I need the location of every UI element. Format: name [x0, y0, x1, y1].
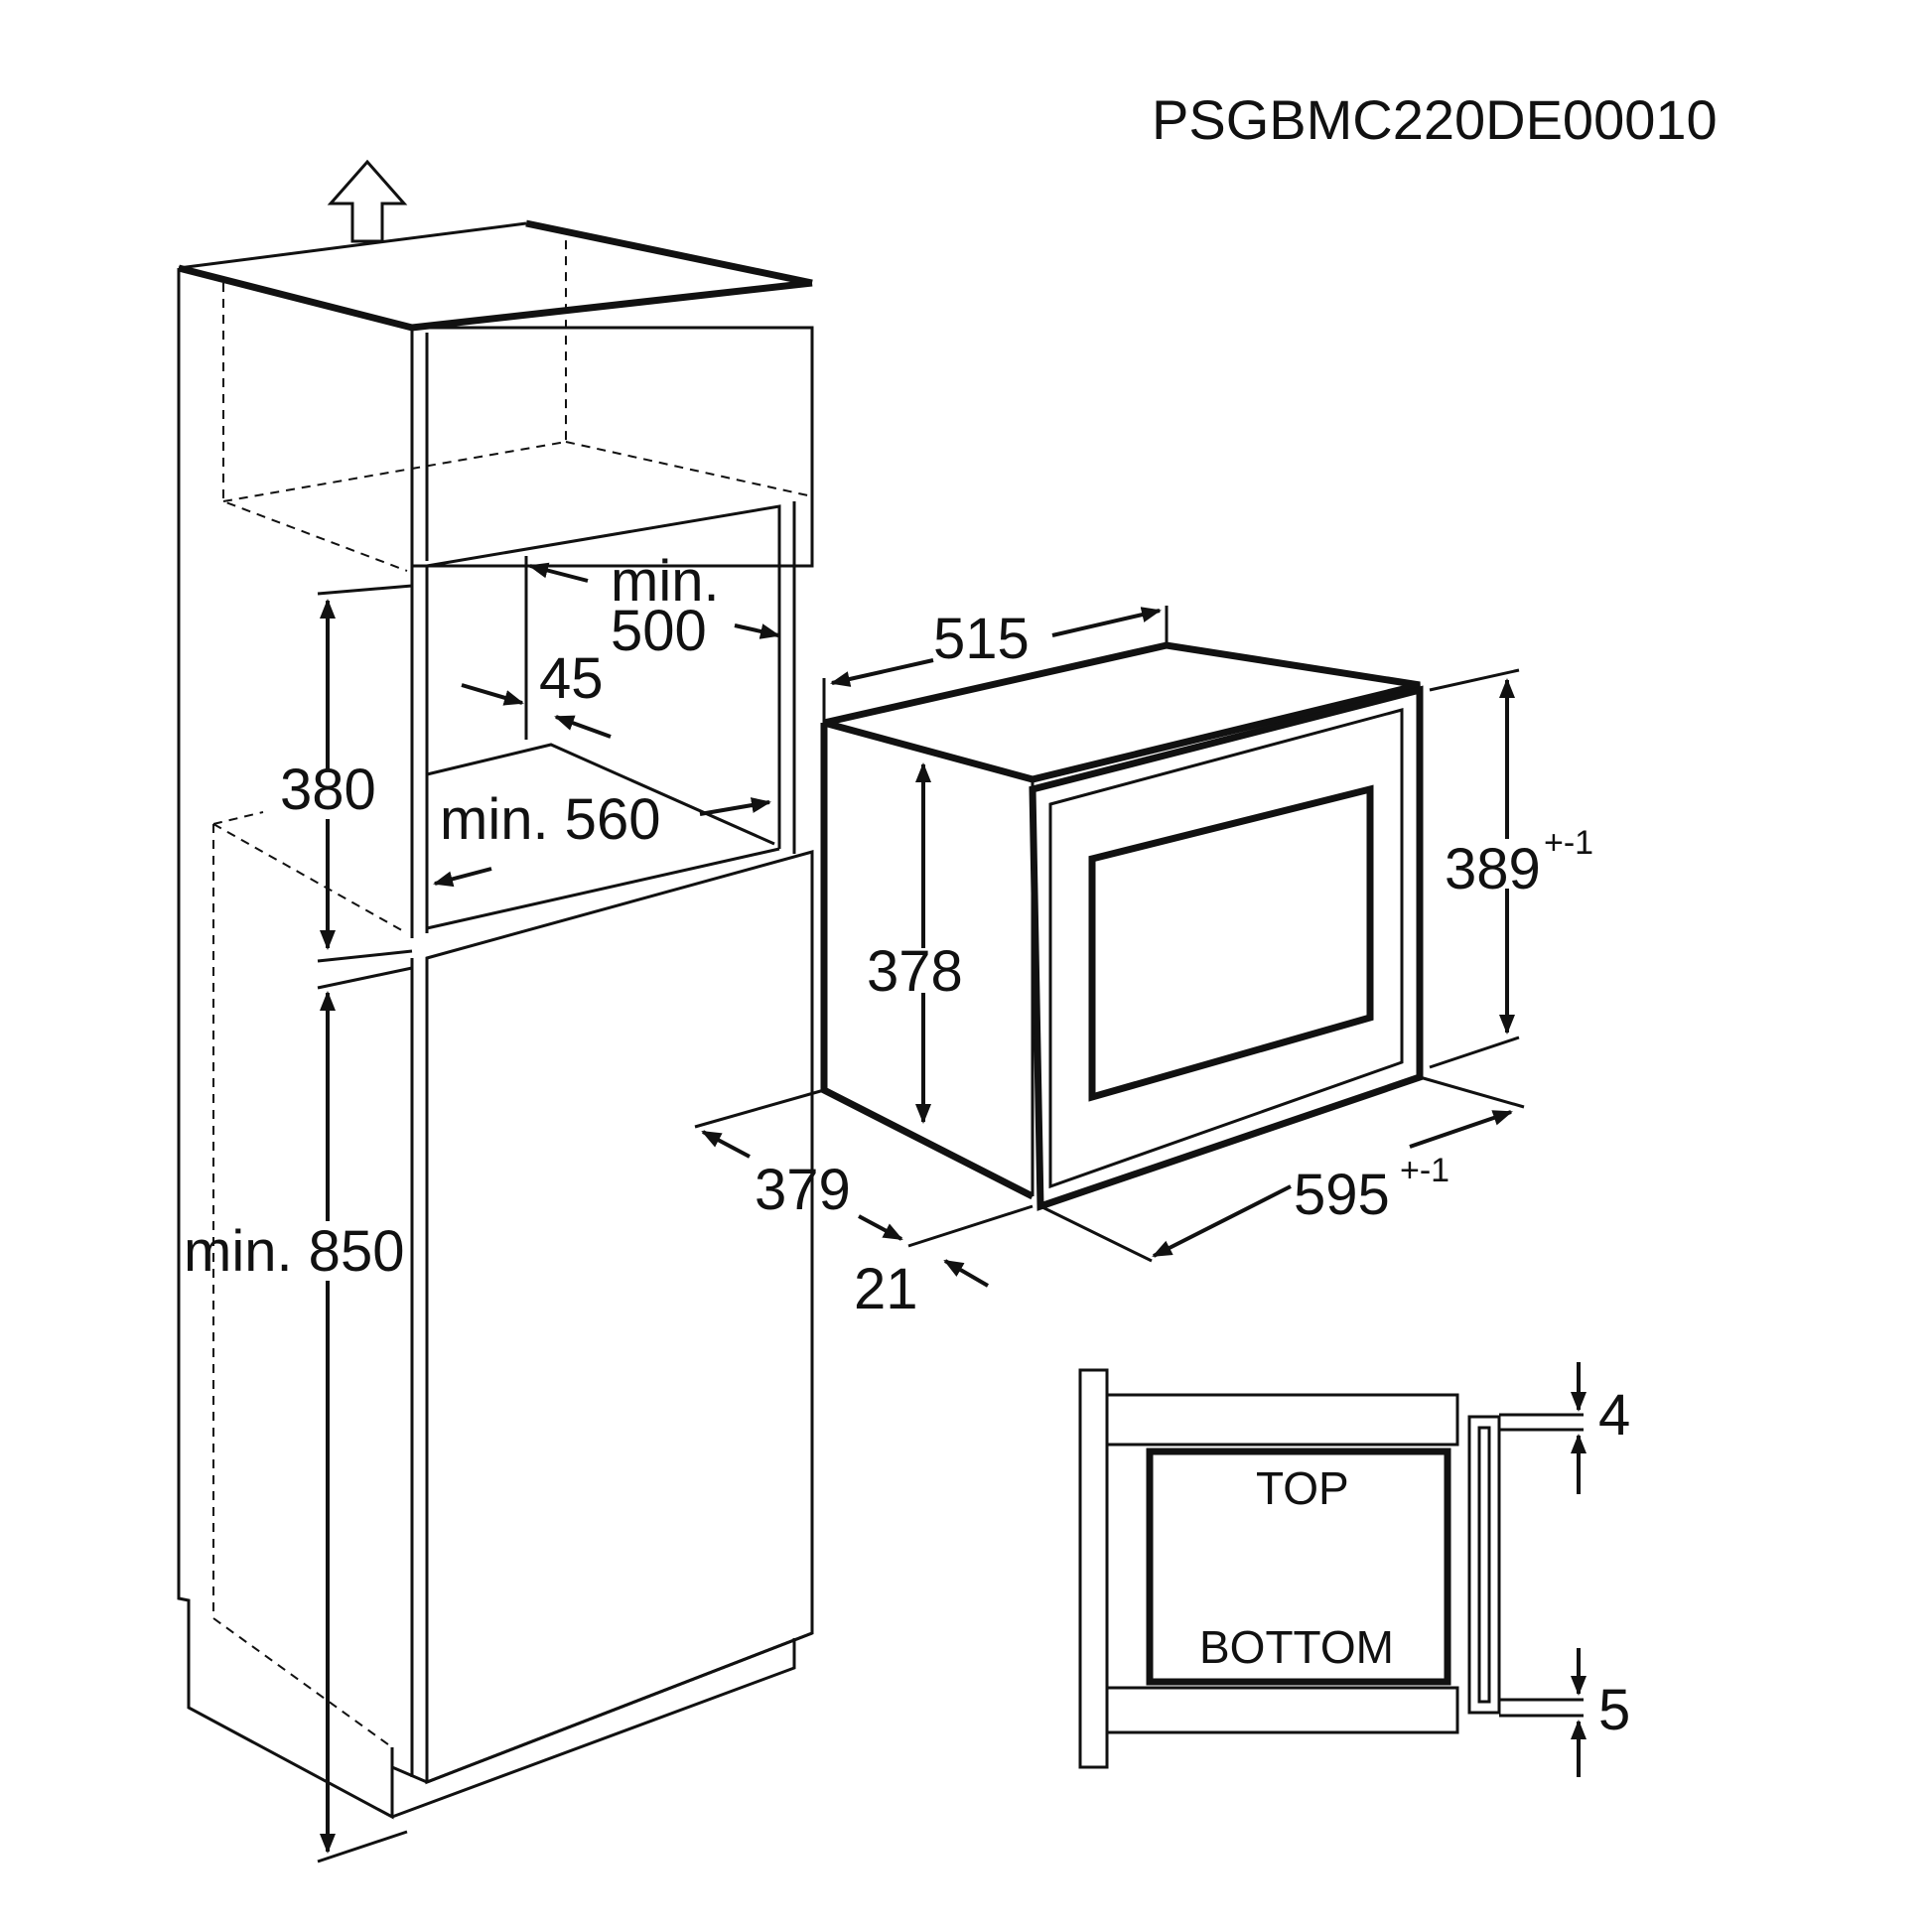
dim-389-tolerance: +-1 — [1544, 824, 1593, 862]
section-view: TOP BOTTOM 4 5 — [1078, 1362, 1630, 1777]
dim-21: 21 — [854, 1257, 918, 1321]
dim-595: 595 — [1294, 1163, 1390, 1227]
cabinet-dimensions: min. 500 45 380 min. 560 min. 850 — [184, 549, 780, 1863]
dim-389: 389 — [1445, 837, 1541, 901]
dim-min850: min. 850 — [184, 1219, 404, 1284]
dim-380: 380 — [280, 758, 376, 822]
dim-5: 5 — [1598, 1678, 1630, 1742]
dim-379: 379 — [755, 1158, 851, 1222]
document-code: PSGBMC220DE00010 — [1152, 88, 1718, 151]
dim-515: 515 — [933, 607, 1030, 671]
tall-cabinet — [177, 219, 814, 1820]
dim-min560: min. 560 — [440, 787, 660, 852]
up-arrow-icon — [327, 159, 408, 243]
dim-595-tolerance: +-1 — [1400, 1152, 1449, 1189]
dim-378: 378 — [867, 939, 963, 1004]
dim-min500-line2: 500 — [611, 599, 707, 663]
dim-4: 4 — [1598, 1383, 1630, 1448]
dim-45: 45 — [539, 646, 604, 711]
dim-min500-line1: min. — [611, 549, 720, 614]
microwave-dimensions: 515 378 389 +-1 595 +-1 379 21 — [694, 606, 1593, 1321]
section-top-label: TOP — [1256, 1462, 1349, 1514]
section-bottom-label: BOTTOM — [1199, 1621, 1394, 1673]
microwave — [820, 641, 1424, 1211]
